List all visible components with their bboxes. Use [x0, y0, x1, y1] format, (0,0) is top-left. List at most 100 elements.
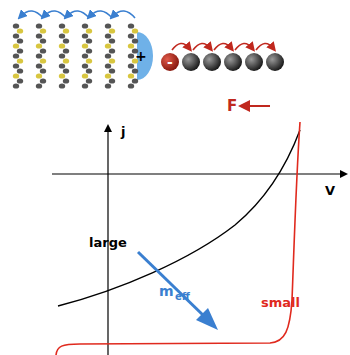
- stack-bead: [82, 43, 88, 48]
- stack-bead: [36, 73, 42, 78]
- stack-bead: [128, 83, 134, 88]
- small-meff-curve: [56, 122, 300, 355]
- stack-bead: [86, 28, 92, 33]
- stack-bead: [63, 48, 69, 53]
- stack-bead: [63, 78, 69, 83]
- stack-bead: [82, 83, 88, 88]
- stack-bead: [63, 58, 69, 63]
- stack-bead: [17, 38, 23, 43]
- stack-bead: [82, 53, 88, 58]
- axis-label: V: [325, 184, 335, 197]
- fullerene: [182, 53, 200, 71]
- charge-sign: +: [135, 49, 147, 63]
- stack-bead: [82, 33, 88, 38]
- stack-bead: [128, 73, 134, 78]
- stack-bead: [105, 83, 111, 88]
- stack-bead: [132, 68, 138, 73]
- stack-bead: [36, 83, 42, 88]
- stack-bead: [128, 43, 134, 48]
- stack-bead: [40, 48, 46, 53]
- stack-bead: [17, 28, 23, 33]
- trend-arrowhead: [196, 308, 218, 330]
- stack-bead: [109, 58, 115, 63]
- v-axis: [52, 173, 346, 174]
- stack-bead: [13, 73, 19, 78]
- stack-bead: [13, 23, 19, 28]
- mass-label: m: [159, 284, 174, 298]
- stack-bead: [13, 53, 19, 58]
- stack-bead: [82, 23, 88, 28]
- field-arrow: [244, 105, 270, 107]
- hole-hopping-arrows: [21, 11, 135, 18]
- stack-bead: [82, 73, 88, 78]
- stack-bead: [63, 68, 69, 73]
- fullerene: [224, 53, 242, 71]
- stack-bead: [59, 53, 65, 58]
- stack-bead: [132, 28, 138, 33]
- stack-bead: [17, 58, 23, 63]
- stack-bead: [109, 78, 115, 83]
- stack-bead: [105, 53, 111, 58]
- stack-bead: [128, 23, 134, 28]
- stack-bead: [132, 78, 138, 83]
- stack-bead: [109, 38, 115, 43]
- stack-bead: [36, 23, 42, 28]
- stack-bead: [36, 43, 42, 48]
- stack-bead: [128, 63, 134, 68]
- electron: [161, 53, 179, 71]
- stack-bead: [63, 28, 69, 33]
- fullerene: [266, 53, 284, 71]
- curve-label: large: [89, 236, 127, 249]
- stack-bead: [63, 38, 69, 43]
- stack-bead: [105, 63, 111, 68]
- stack-bead: [105, 73, 111, 78]
- stack-bead: [128, 33, 134, 38]
- stack-bead: [86, 68, 92, 73]
- stack-bead: [109, 48, 115, 53]
- stack-bead: [13, 83, 19, 88]
- stack-bead: [17, 68, 23, 73]
- stack-bead: [40, 78, 46, 83]
- stack-bead: [40, 28, 46, 33]
- stack-bead: [40, 58, 46, 63]
- stack-bead: [86, 58, 92, 63]
- charge-sign: -: [167, 55, 173, 69]
- stack-bead: [40, 38, 46, 43]
- stack-bead: [36, 53, 42, 58]
- fullerene: [203, 53, 221, 71]
- stack-bead: [105, 23, 111, 28]
- stack-bead: [86, 48, 92, 53]
- curve-label: small: [261, 296, 300, 309]
- stack-bead: [17, 78, 23, 83]
- stack-bead: [59, 73, 65, 78]
- mass-subscript: eff: [175, 292, 190, 302]
- stack-bead: [13, 33, 19, 38]
- stack-bead: [59, 23, 65, 28]
- large-meff-curve: [58, 130, 300, 306]
- stack-bead: [82, 63, 88, 68]
- electron-hopping-arrows: [172, 43, 273, 50]
- stack-bead: [59, 33, 65, 38]
- stack-bead: [86, 38, 92, 43]
- stack-bead: [13, 63, 19, 68]
- molecular-stacks: [13, 23, 138, 88]
- fullerene: [245, 53, 263, 71]
- stack-bead: [59, 83, 65, 88]
- stack-bead: [128, 53, 134, 58]
- stack-bead: [40, 68, 46, 73]
- stack-bead: [105, 43, 111, 48]
- stack-bead: [59, 43, 65, 48]
- field-label: F: [227, 99, 237, 114]
- stack-bead: [109, 28, 115, 33]
- axis-label: j: [121, 125, 125, 138]
- stack-bead: [36, 63, 42, 68]
- stack-bead: [109, 68, 115, 73]
- stack-bead: [86, 78, 92, 83]
- stack-bead: [59, 63, 65, 68]
- trend-arrow: [138, 252, 205, 317]
- stack-bead: [17, 48, 23, 53]
- stack-bead: [105, 33, 111, 38]
- stack-bead: [13, 43, 19, 48]
- stack-bead: [36, 33, 42, 38]
- stack-bead: [132, 38, 138, 43]
